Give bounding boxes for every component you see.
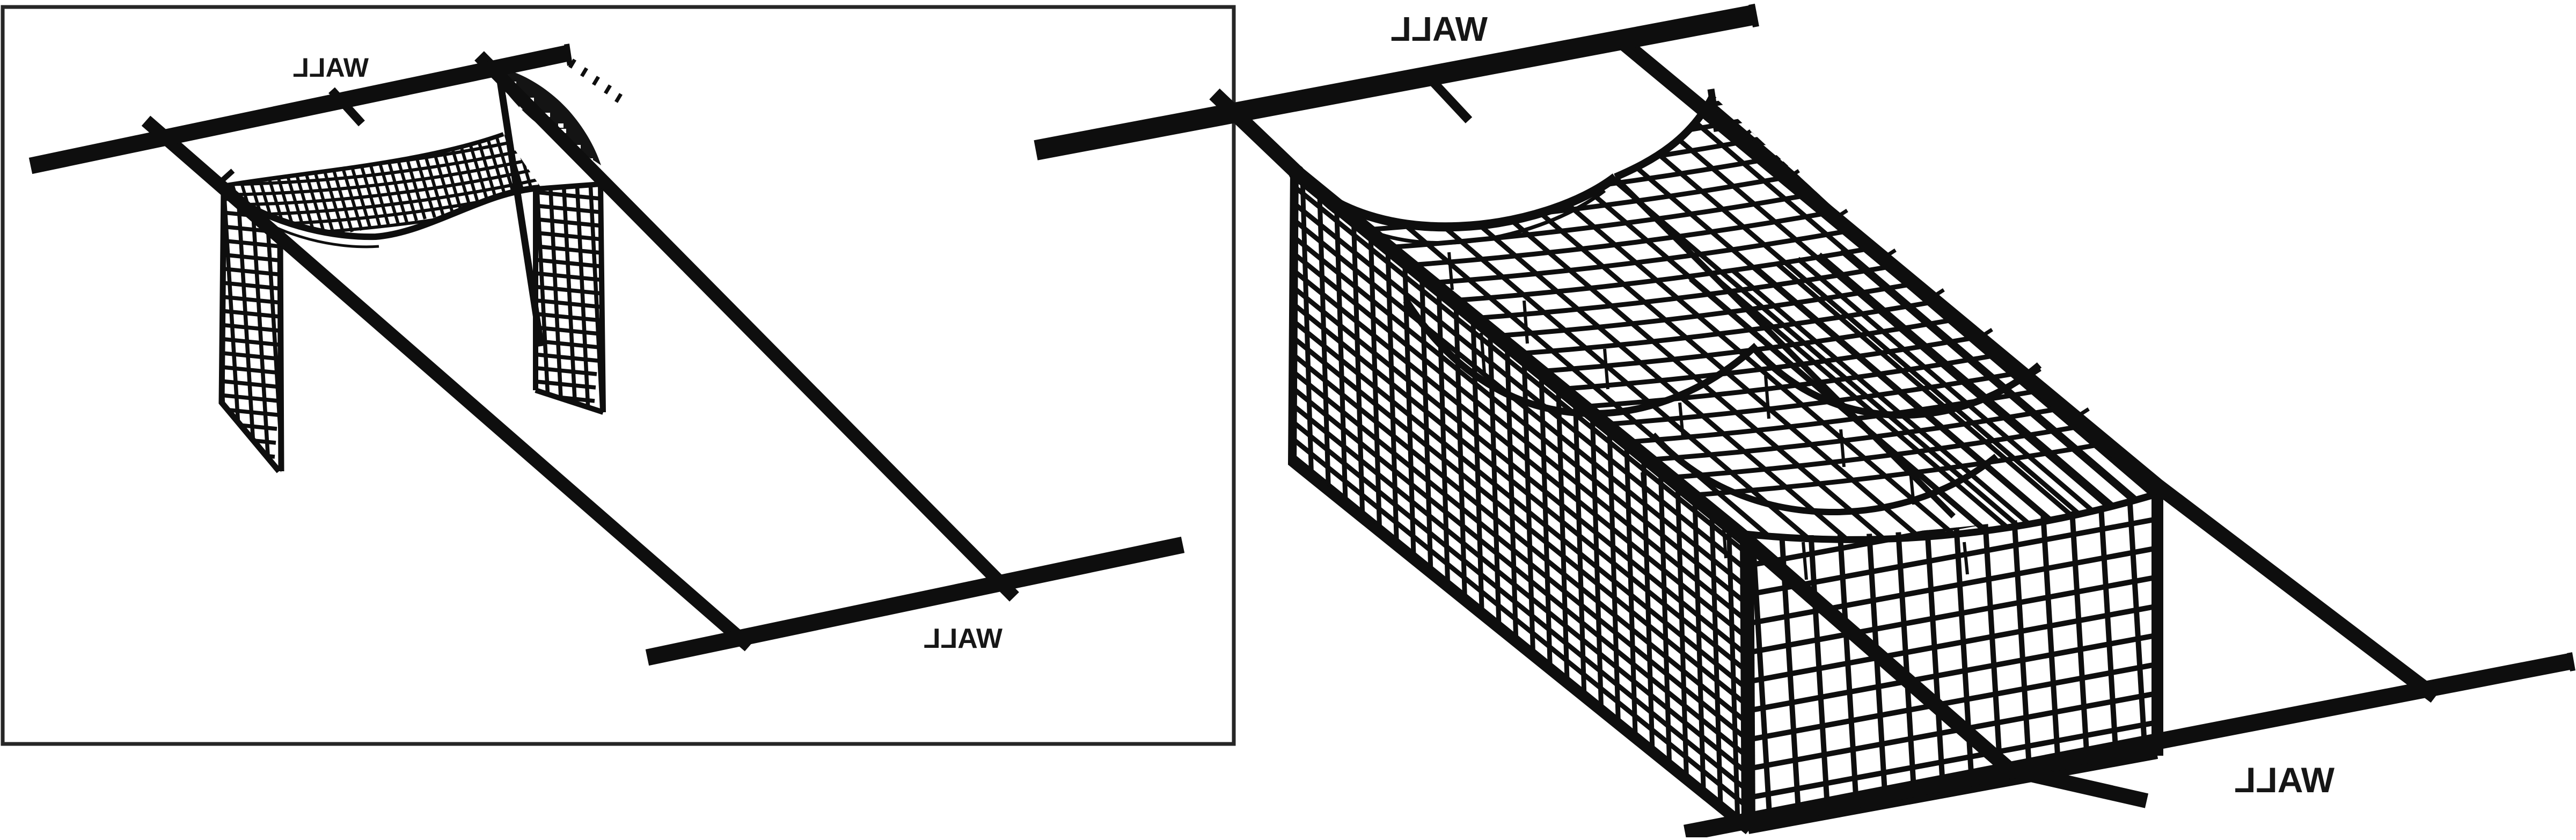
- svg-text:WALL: WALL: [1391, 10, 1488, 48]
- svg-text:WALL: WALL: [924, 623, 1002, 654]
- svg-text:WALL: WALL: [292, 53, 369, 83]
- svg-text:WALL: WALL: [2234, 760, 2334, 800]
